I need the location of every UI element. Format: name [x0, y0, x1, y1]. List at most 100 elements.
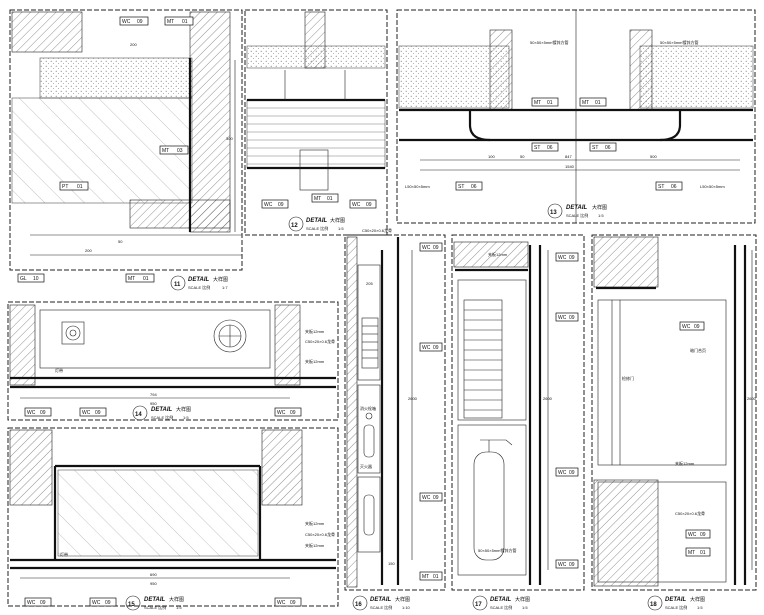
svg-text:MT: MT	[534, 100, 541, 106]
svg-text:09: 09	[569, 315, 575, 321]
d18-dim-height: 2600	[747, 396, 757, 401]
d11-tag-pt: PT 01	[59, 181, 89, 191]
d16-tag-mt: MT 01	[419, 571, 443, 581]
svg-text:18: 18	[650, 602, 657, 608]
d14-note-c50: C50×20×0.6龙骨	[305, 338, 335, 344]
svg-text:大样图: 大样图	[690, 596, 705, 603]
d11-dim-height: 300	[226, 136, 233, 141]
svg-text:DETAIL: DETAIL	[144, 597, 166, 603]
d12-tag-wc-left: WC 09	[261, 199, 289, 209]
svg-text:DETAIL: DETAIL	[370, 597, 392, 603]
svg-text:WC: WC	[422, 495, 431, 501]
d15-note-c50: C50×20×0.6龙骨	[305, 531, 335, 537]
d17-note-board: 夹板12mm	[488, 251, 508, 257]
svg-text:03: 03	[177, 148, 183, 154]
svg-text:大样图: 大样图	[169, 596, 184, 603]
svg-text:WC: WC	[92, 600, 101, 606]
d13-note-steel-right: 50×50×5mm镀锌方管	[660, 39, 698, 45]
d15-note-lamp: 灯带	[60, 551, 68, 557]
d16-extinguisher2-icon	[363, 494, 375, 536]
d16-tag-wc-3: WC 09	[419, 492, 443, 502]
svg-text:MT: MT	[167, 19, 174, 25]
d15-title-block: 15 DETAIL 大样图 SCALE 比例 1:5	[125, 595, 184, 611]
detail-13: 100 847 1540 500 50 L50×50×5mm L50×50×5m…	[396, 9, 756, 224]
svg-text:ST: ST	[658, 184, 664, 190]
svg-text:WC: WC	[122, 19, 131, 25]
svg-text:WC: WC	[558, 255, 567, 261]
svg-text:WC: WC	[277, 600, 286, 606]
svg-text:WC: WC	[558, 562, 567, 568]
d18-note-hinge: 暗门合页	[690, 347, 706, 353]
svg-text:06: 06	[671, 184, 677, 190]
svg-text:DETAIL: DETAIL	[566, 205, 588, 211]
svg-text:WC: WC	[277, 410, 286, 416]
d11-tag-mt-bottom: MT 01	[125, 273, 155, 283]
d16-title-block: 16 DETAIL 大样图 SCALE 比例 1:10	[352, 595, 411, 611]
svg-text:ST: ST	[592, 145, 598, 151]
svg-text:WC: WC	[82, 410, 91, 416]
detail-16: 消火栓箱 灭火器 2600 205 150 C50×20×0.6龙骨 WC 09…	[344, 227, 446, 611]
d13-note-angle-left: L50×50×5mm	[405, 184, 430, 189]
d18-note-c50: C50×20×0.6龙骨	[675, 510, 705, 516]
svg-text:DETAIL: DETAIL	[665, 597, 687, 603]
d11-tag-mt-top: MT 01	[164, 16, 194, 26]
svg-text:01: 01	[182, 19, 188, 25]
d17-hose-reel-icon	[463, 299, 503, 419]
svg-text:09: 09	[40, 600, 46, 606]
d16-dim-bottom: 150	[388, 561, 395, 566]
svg-text:12: 12	[291, 223, 298, 229]
detail-17: 50×50×5mm镀锌方管 夹板12mm 2600 WC 09 WC 09 WC…	[451, 234, 585, 611]
d16-tag-wc-1: WC 09	[419, 242, 443, 252]
d17-tag-wc-4: WC 09	[555, 559, 579, 569]
d11-title-block: 11 DETAIL 大样图 SCALE 比例 1:7	[170, 275, 228, 291]
svg-text:DETAIL: DETAIL	[151, 407, 173, 413]
svg-text:SCALE 比例: SCALE 比例	[144, 604, 166, 610]
svg-text:09: 09	[290, 600, 296, 606]
d12-tag-wc-right: WC 09	[349, 199, 377, 209]
d17-dim-height: 2600	[543, 396, 553, 401]
d16-extinguisher-icon	[363, 412, 375, 458]
d15-tag-wc-1: WC 09	[24, 597, 52, 607]
d16-note-c50: C50×20×0.6龙骨	[362, 227, 392, 233]
svg-text:MT: MT	[422, 574, 429, 580]
d18-tag-wc-1: WC 09	[679, 321, 705, 331]
d18-note-access: 检修门	[622, 375, 634, 381]
d13-tag-mt-left: MT 01	[531, 97, 559, 107]
svg-text:09: 09	[278, 202, 284, 208]
svg-text:01: 01	[595, 100, 601, 106]
detail-11: 200 200 300 50 WC 09 MT 01 MT 03 PT 01 G…	[9, 9, 243, 291]
d13-dim-b: 847	[565, 154, 572, 159]
d18-note-board: 夹板12mm	[675, 460, 695, 466]
svg-text:1:10: 1:10	[402, 605, 411, 610]
d11-dim-top: 200	[130, 42, 137, 47]
d14-drain-symbol	[61, 321, 85, 345]
d13-tag-st-right2: ST 06	[655, 181, 683, 191]
svg-text:WC: WC	[682, 324, 691, 330]
svg-text:01: 01	[327, 196, 333, 202]
svg-text:01: 01	[433, 574, 439, 580]
svg-text:WC: WC	[558, 315, 567, 321]
svg-text:WC: WC	[264, 202, 273, 208]
svg-text:大样图: 大样图	[515, 596, 530, 603]
svg-text:大样图: 大样图	[330, 217, 345, 224]
svg-text:MT: MT	[314, 196, 321, 202]
d14-note-board: 夹板12mm	[305, 328, 325, 334]
svg-text:大样图: 大样图	[592, 204, 607, 211]
svg-text:01: 01	[700, 550, 706, 556]
svg-text:MT: MT	[128, 276, 135, 282]
svg-text:WC: WC	[558, 470, 567, 476]
svg-text:1:7: 1:7	[222, 285, 228, 290]
svg-text:01: 01	[77, 184, 83, 190]
d16-dim-height: 2600	[408, 396, 418, 401]
d13-dim-c: 1540	[565, 164, 575, 169]
svg-text:MT: MT	[582, 100, 589, 106]
d13-tag-st-left2: ST 06	[455, 181, 483, 191]
svg-text:06: 06	[605, 145, 611, 151]
d13-tag-st-left1: ST 06	[531, 142, 559, 152]
d17-extinguisher-icon	[473, 439, 513, 561]
svg-text:15: 15	[128, 602, 135, 608]
svg-text:1:5: 1:5	[183, 415, 189, 420]
svg-text:SCALE 比例: SCALE 比例	[151, 414, 173, 420]
svg-text:01: 01	[143, 276, 149, 282]
d14-fan-symbol	[213, 319, 247, 353]
